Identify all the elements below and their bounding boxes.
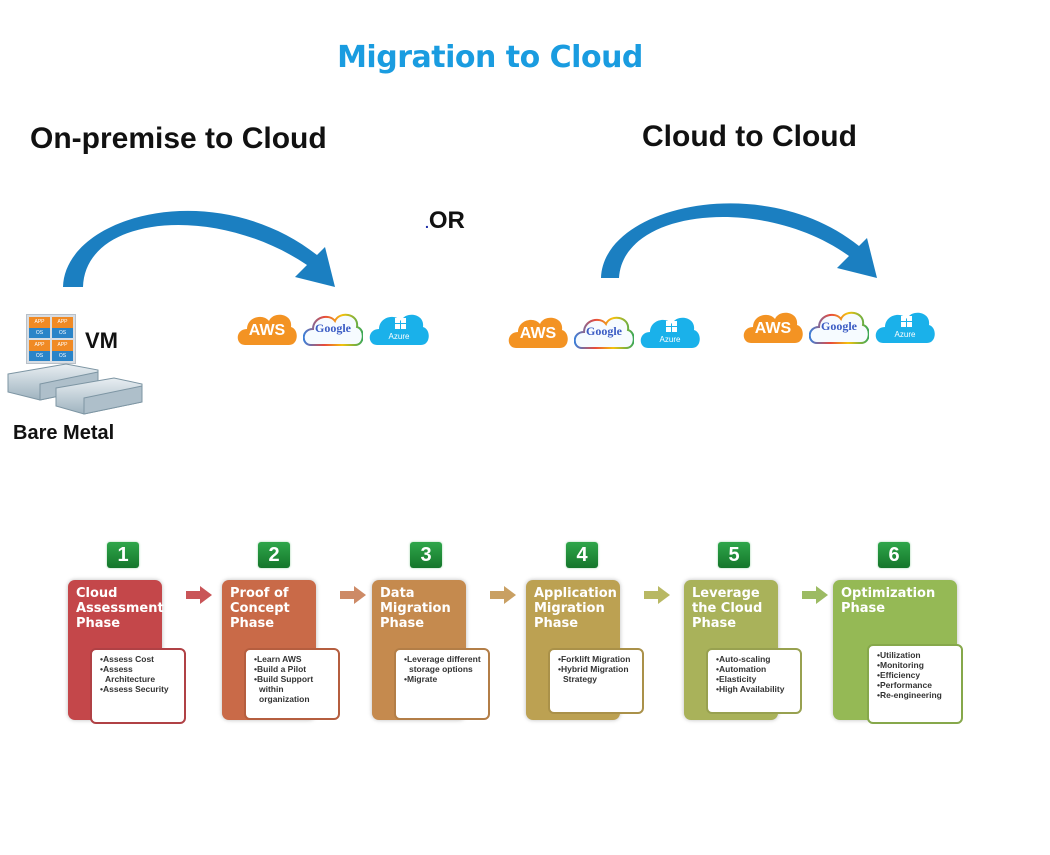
phase-details-box: Forklift MigrationHybrid Migration Strat… bbox=[548, 648, 644, 714]
phase-detail-item: Assess Architecture bbox=[100, 664, 180, 684]
phase-details-box: Leverage different storage optionsMigrat… bbox=[394, 648, 490, 720]
aws-cloud-icon: AWS bbox=[237, 309, 297, 347]
curved-arrow-icon bbox=[601, 203, 877, 278]
phase-detail-item: Elasticity bbox=[716, 674, 796, 684]
azure-cloud-icon: Azure bbox=[875, 307, 935, 345]
aws-cloud-icon: AWS bbox=[508, 312, 568, 350]
flow-arrow-icon bbox=[644, 586, 670, 604]
phase-details-box: UtilizationMonitoringEfficiencyPerforman… bbox=[867, 644, 963, 724]
server-icon bbox=[7, 363, 143, 415]
windows-logo-icon bbox=[395, 318, 406, 329]
phase-details-box: Auto-scalingAutomationElasticityHigh Ava… bbox=[706, 648, 802, 714]
phase-detail-item: Performance bbox=[877, 680, 957, 690]
phase-title: Cloud Assessment Phase bbox=[76, 586, 164, 631]
phase-detail-item: Automation bbox=[716, 664, 796, 674]
phase-detail-item: Efficiency bbox=[877, 670, 957, 680]
phase-detail-item: High Availability bbox=[716, 684, 796, 694]
windows-logo-icon bbox=[666, 321, 677, 332]
curved-arrow-icon bbox=[63, 210, 335, 287]
phase-title: Application Migration Phase bbox=[534, 586, 617, 631]
step-number-badge: 3 bbox=[410, 542, 442, 568]
google-cloud-icon: Google bbox=[809, 307, 869, 345]
bare-metal-label: Bare Metal bbox=[13, 422, 115, 444]
step-number-badge: 2 bbox=[258, 542, 290, 568]
or-label: OR bbox=[428, 207, 465, 234]
step-number-badge: 6 bbox=[878, 542, 910, 568]
phase-details-box: Assess CostAssess ArchitectureAssess Sec… bbox=[90, 648, 186, 724]
vm-label: VM bbox=[85, 328, 118, 353]
phase-title: Optimization Phase bbox=[841, 586, 936, 616]
phase-detail-item: Re-engineering bbox=[877, 690, 957, 700]
phase-detail-item: Utilization bbox=[877, 650, 957, 660]
phase-title: Leverage the Cloud Phase bbox=[692, 586, 763, 631]
phase-detail-item: Assess Security bbox=[100, 684, 180, 694]
azure-cloud-icon: Azure bbox=[369, 309, 429, 347]
step-number-badge: 5 bbox=[718, 542, 750, 568]
flow-arrow-icon bbox=[802, 586, 828, 604]
aws-cloud-icon: AWS bbox=[743, 307, 803, 345]
or-separator: .OR bbox=[425, 207, 465, 234]
phase-detail-item: Assess Cost bbox=[100, 654, 180, 664]
azure-cloud-icon: Azure bbox=[640, 312, 700, 350]
google-cloud-icon: Google bbox=[303, 309, 363, 347]
phase-detail-item: Build a Pilot bbox=[254, 664, 334, 674]
phase-details-box: Learn AWSBuild a PilotBuild Support with… bbox=[244, 648, 340, 720]
step-number-badge: 1 bbox=[107, 542, 139, 568]
phase-detail-item: Build Support within organization bbox=[254, 674, 334, 704]
windows-logo-icon bbox=[901, 316, 912, 327]
phase-detail-item: Monitoring bbox=[877, 660, 957, 670]
phase-detail-item: Leverage different storage options bbox=[404, 654, 484, 674]
cloud-to-cloud-heading: Cloud to Cloud bbox=[642, 120, 857, 153]
flow-arrow-icon bbox=[340, 586, 366, 604]
flow-arrow-icon bbox=[186, 586, 212, 604]
step-number-badge: 4 bbox=[566, 542, 598, 568]
google-cloud-icon: Google bbox=[574, 312, 634, 350]
phase-detail-item: Auto-scaling bbox=[716, 654, 796, 664]
page-title: Migration to Cloud bbox=[337, 40, 643, 75]
phase-detail-item: Migrate bbox=[404, 674, 484, 684]
phase-title: Data Migration Phase bbox=[380, 586, 451, 631]
phase-detail-item: Learn AWS bbox=[254, 654, 334, 664]
phase-detail-item: Forklift Migration bbox=[558, 654, 638, 664]
phase-title: Proof of Concept Phase bbox=[230, 586, 290, 631]
on-premise-to-cloud-heading: On-premise to Cloud bbox=[30, 122, 327, 155]
phase-detail-item: Hybrid Migration Strategy bbox=[558, 664, 638, 684]
flow-arrow-icon bbox=[490, 586, 516, 604]
